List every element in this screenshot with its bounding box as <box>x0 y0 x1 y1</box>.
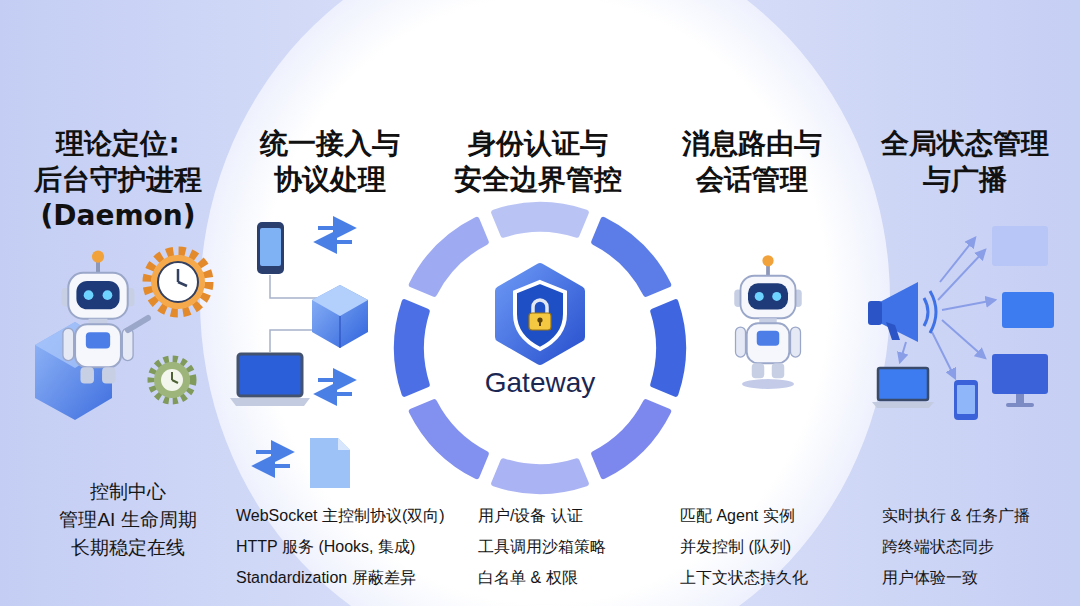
feature-line: 实时执行 & 任务广播 <box>882 506 1030 526</box>
column-heading: 全局状态管理 与广播 <box>870 126 1060 198</box>
ring-segment <box>591 399 671 479</box>
ring-segment <box>394 299 430 397</box>
feature-line: 白名单 & 权限 <box>478 568 578 588</box>
ring-segment <box>591 217 671 297</box>
feature-line: 并发控制 (队列) <box>680 537 791 557</box>
feature-line: 跨终端状态同步 <box>882 537 994 557</box>
feature-line: 用户体验一致 <box>882 568 978 588</box>
column-heading: 统一接入与 协议处理 <box>235 126 425 198</box>
feature-line: 用户/设备 认证 <box>478 506 583 526</box>
feature-line: 长期稳定在线 <box>71 536 185 559</box>
ring-segment <box>491 202 589 238</box>
shield-icon <box>490 262 590 366</box>
feature-line: 上下文状态持久化 <box>680 568 808 588</box>
feature-line: 匹配 Agent 实例 <box>680 506 795 526</box>
column-heading: 身份认证与 安全边界管控 <box>443 126 633 198</box>
column-heading: 消息路由与 会话管理 <box>657 126 847 198</box>
feature-line: 控制中心 <box>90 480 166 503</box>
feature-line: WebSocket 主控制协议(双向) <box>236 506 445 526</box>
column-heading: 理论定位: 后台守护进程 (Daemon) <box>23 126 213 234</box>
gateway-label: Gateway <box>477 366 604 400</box>
feature-line: 管理AI 生命周期 <box>59 508 196 531</box>
feature-line: Standardization 屏蔽差异 <box>236 568 416 588</box>
ring-segment <box>491 458 589 494</box>
gateway-shield: Gateway <box>477 262 604 400</box>
feature-line: 工具调用沙箱策略 <box>478 537 606 557</box>
feature-line: HTTP 服务 (Hooks, 集成) <box>236 537 415 557</box>
ring-segment <box>409 217 489 297</box>
ring-segment <box>409 399 489 479</box>
ring-segment <box>650 299 686 397</box>
